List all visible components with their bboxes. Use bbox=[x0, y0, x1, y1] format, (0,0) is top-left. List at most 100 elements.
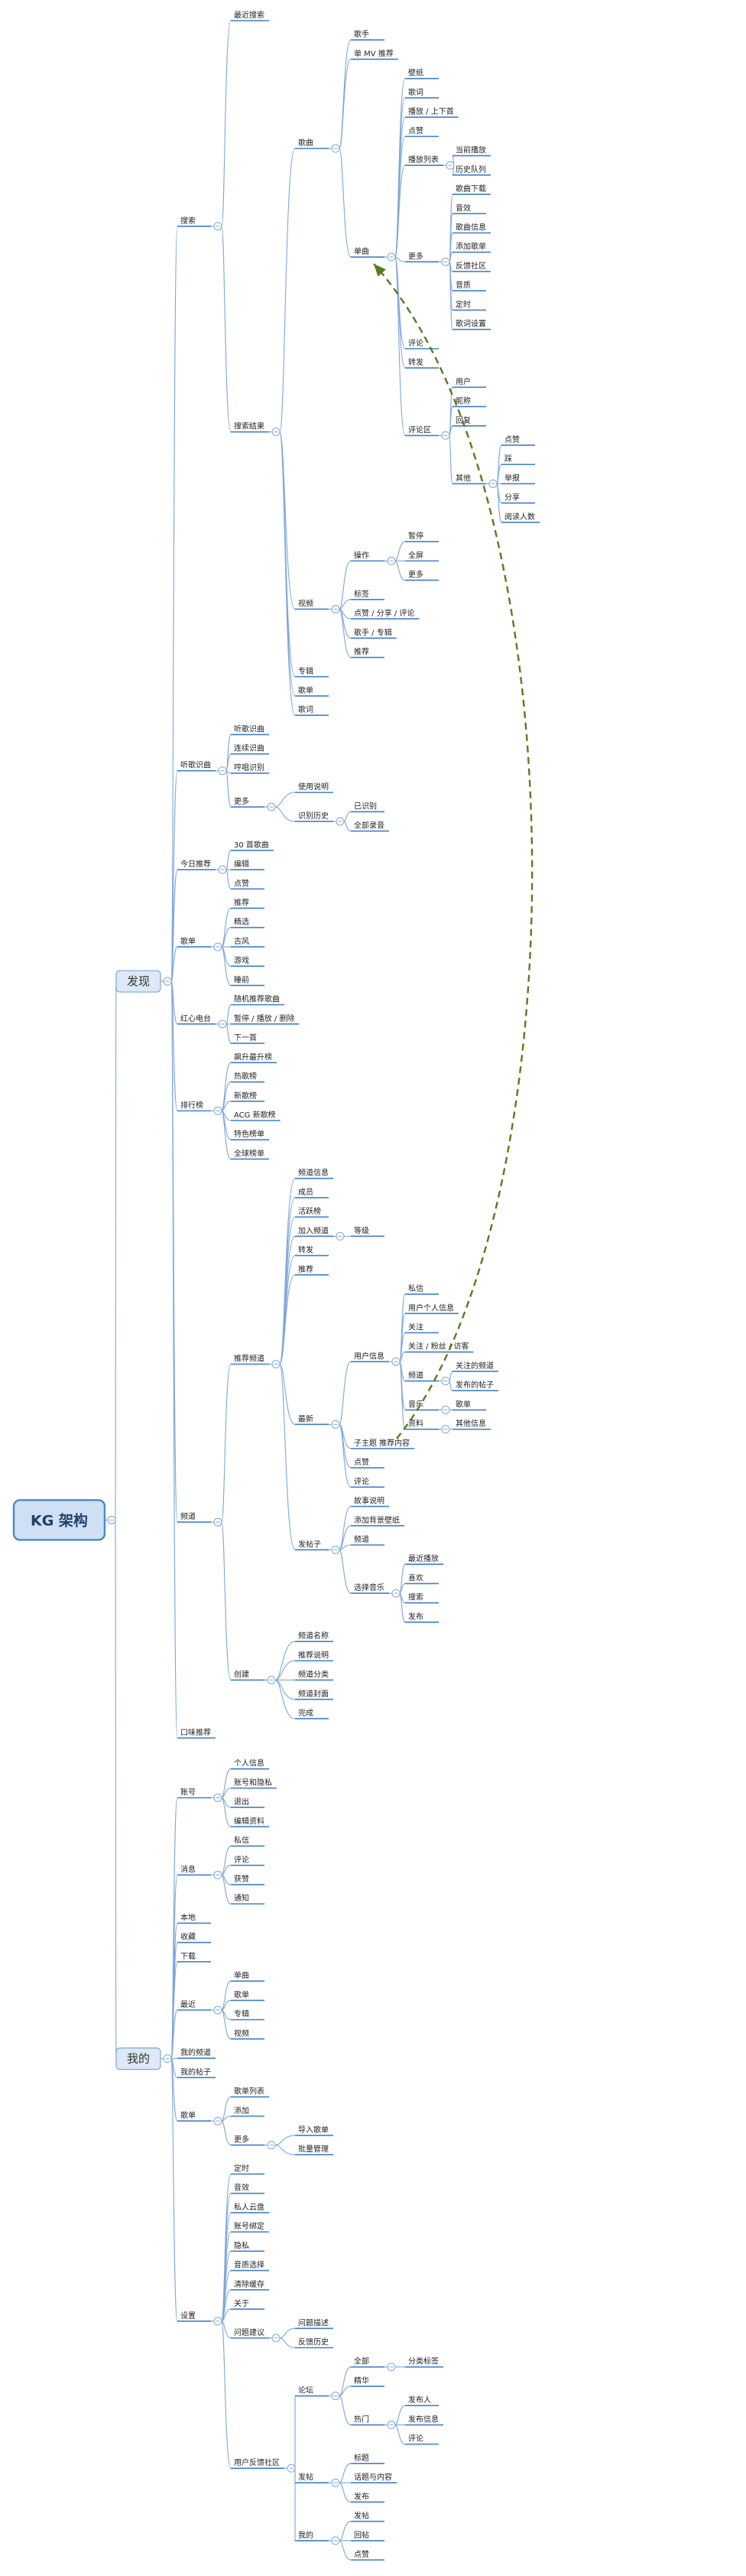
node-私人云盘[interactable]: 私人云盘 bbox=[231, 2202, 269, 2213]
node-专辑[interactable]: 专辑 bbox=[231, 2009, 264, 2021]
node-音质[interactable]: 音质 bbox=[452, 280, 486, 291]
node-歌词[interactable]: 歌词 bbox=[405, 87, 439, 99]
collapse-toggle-icon[interactable] bbox=[213, 2005, 222, 2015]
node-定时[interactable]: 定时 bbox=[452, 299, 486, 311]
node-更多[interactable]: 更多 bbox=[405, 570, 439, 581]
node-喜欢[interactable]: 喜欢 bbox=[405, 1573, 439, 1585]
node-视频[interactable]: 视频 bbox=[295, 598, 340, 613]
node-单曲[interactable]: 单曲 bbox=[231, 1971, 264, 1982]
collapse-toggle-icon[interactable] bbox=[331, 1420, 340, 1429]
collapse-toggle-icon[interactable] bbox=[441, 257, 450, 266]
node-账号和隐私[interactable]: 账号和隐私 bbox=[231, 1778, 277, 1789]
node-获赞[interactable]: 获赞 bbox=[231, 1874, 264, 1885]
node-添加[interactable]: 添加 bbox=[231, 2106, 264, 2117]
node-歌单[interactable]: 歌单 bbox=[177, 936, 222, 951]
node-添加背景壁纸[interactable]: 添加背景壁纸 bbox=[351, 1515, 404, 1527]
node-精选[interactable]: 精选 bbox=[231, 917, 264, 929]
node-评论区[interactable]: 评论区 bbox=[405, 424, 450, 440]
node-全屏[interactable]: 全屏 bbox=[405, 550, 439, 562]
node-KG-架构[interactable]: KG 架构 bbox=[12, 1499, 116, 1541]
node-导入歌单[interactable]: 导入歌单 bbox=[295, 2125, 333, 2136]
node-踩[interactable]: 踩 bbox=[501, 454, 535, 466]
node-歌手[interactable]: 歌手 bbox=[351, 29, 384, 41]
node-歌单[interactable]: 歌单 bbox=[177, 2110, 222, 2126]
node-壁纸[interactable]: 壁纸 bbox=[405, 68, 439, 80]
collapse-toggle-icon[interactable] bbox=[441, 431, 450, 440]
collapse-toggle-icon[interactable] bbox=[213, 1870, 222, 1879]
node-我的频道[interactable]: 我的频道 bbox=[177, 2047, 216, 2059]
node-听歌识曲[interactable]: 听歌识曲 bbox=[177, 760, 227, 776]
node-歌单[interactable]: 歌单 bbox=[452, 1399, 486, 1411]
node-音效[interactable]: 音效 bbox=[231, 2183, 264, 2194]
node-推荐[interactable]: 推荐 bbox=[351, 647, 384, 659]
node-发帖子[interactable]: 发帖子 bbox=[295, 1539, 340, 1554]
node-点赞[interactable]: 点赞 bbox=[231, 878, 264, 890]
node-推荐说明[interactable]: 推荐说明 bbox=[295, 1650, 333, 1662]
node-音乐[interactable]: 音乐 bbox=[405, 1399, 450, 1414]
node-用户信息[interactable]: 用户信息 bbox=[351, 1351, 401, 1366]
node-标题[interactable]: 标题 bbox=[351, 2454, 384, 2464]
node-排行榜[interactable]: 排行榜 bbox=[177, 1100, 222, 1115]
node-设置[interactable]: 设置 bbox=[177, 2311, 222, 2326]
node-随机推荐歌曲[interactable]: 随机推荐歌曲 bbox=[231, 994, 284, 1006]
node-退出[interactable]: 退出 bbox=[231, 1797, 264, 1808]
node-我的帖子[interactable]: 我的帖子 bbox=[177, 2067, 216, 2079]
node-子主题-推荐内容[interactable]: 子主题 推荐内容 bbox=[351, 1438, 415, 1449]
node-选择音乐[interactable]: 选择音乐 bbox=[351, 1582, 401, 1598]
node-游戏[interactable]: 游戏 bbox=[231, 955, 264, 967]
node-活跃榜[interactable]: 活跃榜 bbox=[295, 1206, 329, 1218]
node-更多[interactable]: 更多 bbox=[405, 251, 450, 266]
node-隐私[interactable]: 隐私 bbox=[231, 2241, 264, 2252]
node-评论[interactable]: 评论 bbox=[231, 1855, 264, 1866]
node-编辑资料[interactable]: 编辑资料 bbox=[231, 1816, 269, 1828]
node-问题描述[interactable]: 问题描述 bbox=[295, 2317, 333, 2330]
collapse-toggle-icon[interactable] bbox=[441, 1377, 450, 1386]
node-关于[interactable]: 关于 bbox=[231, 2298, 264, 2310]
node-故事说明[interactable]: 故事说明 bbox=[351, 1496, 389, 1508]
node-点赞[interactable]: 点赞 bbox=[405, 125, 439, 138]
node-已识别[interactable]: 已识别 bbox=[351, 802, 384, 813]
collapse-toggle-icon[interactable] bbox=[267, 2141, 276, 2150]
node-账号绑定[interactable]: 账号绑定 bbox=[231, 2221, 269, 2233]
node-更多[interactable]: 更多 bbox=[231, 796, 276, 812]
node-最近搜索[interactable]: 最近搜索 bbox=[231, 10, 269, 21]
node-连续识曲[interactable]: 连续识曲 bbox=[231, 743, 269, 755]
node-昵称[interactable]: 昵称 bbox=[452, 396, 486, 408]
node-推荐[interactable]: 推荐 bbox=[295, 1264, 329, 1276]
node-分享[interactable]: 分享 bbox=[501, 493, 535, 504]
node-用户[interactable]: 用户 bbox=[452, 376, 486, 389]
node-播放-上下首[interactable]: 播放 / 上下首 bbox=[405, 106, 459, 118]
node-发布人[interactable]: 发布人 bbox=[405, 2395, 439, 2406]
node-今日推荐[interactable]: 今日推荐 bbox=[177, 859, 227, 874]
node-最近播放[interactable]: 最近播放 bbox=[405, 1553, 443, 1566]
collapse-toggle-icon[interactable] bbox=[107, 1515, 116, 1524]
node-转发[interactable]: 转发 bbox=[405, 357, 439, 369]
node-特色榜单[interactable]: 特色榜单 bbox=[231, 1129, 269, 1141]
collapse-toggle-icon[interactable] bbox=[163, 2054, 172, 2064]
node-其他信息[interactable]: 其他信息 bbox=[452, 1419, 491, 1430]
collapse-toggle-icon[interactable] bbox=[336, 817, 345, 826]
node-红心电台[interactable]: 红心电台 bbox=[177, 1013, 227, 1029]
node-专辑[interactable]: 专辑 bbox=[295, 666, 329, 678]
node-发现[interactable]: 发现 bbox=[115, 970, 172, 993]
node-使用说明[interactable]: 使用说明 bbox=[295, 782, 333, 793]
node-编辑[interactable]: 编辑 bbox=[231, 859, 264, 870]
collapse-toggle-icon[interactable] bbox=[331, 604, 340, 613]
node-飙升最升榜[interactable]: 飙升最升榜 bbox=[231, 1052, 277, 1064]
collapse-toggle-icon[interactable] bbox=[218, 865, 227, 874]
collapse-toggle-icon[interactable] bbox=[213, 2116, 222, 2126]
node-发布[interactable]: 发布 bbox=[405, 1612, 439, 1623]
node-歌曲信息[interactable]: 歌曲信息 bbox=[452, 223, 491, 234]
node-关注的频道[interactable]: 关注的频道 bbox=[452, 1361, 498, 1372]
node-频道信息[interactable]: 频道信息 bbox=[295, 1168, 333, 1179]
node-发帖[interactable]: 发帖 bbox=[295, 2472, 340, 2487]
node-我的[interactable]: 我的 bbox=[115, 2047, 172, 2070]
collapse-toggle-icon[interactable] bbox=[387, 2363, 396, 2372]
node-完成[interactable]: 完成 bbox=[295, 1708, 329, 1719]
node-点赞-分享-评论[interactable]: 点赞 / 分享 / 评论 bbox=[351, 608, 420, 620]
node-历史队列[interactable]: 历史队列 bbox=[452, 164, 491, 176]
node-我的[interactable]: 我的 bbox=[295, 2530, 340, 2545]
node-听歌识曲[interactable]: 听歌识曲 bbox=[231, 724, 269, 736]
collapse-toggle-icon[interactable] bbox=[331, 144, 340, 153]
node-资料[interactable]: 资料 bbox=[405, 1419, 450, 1434]
